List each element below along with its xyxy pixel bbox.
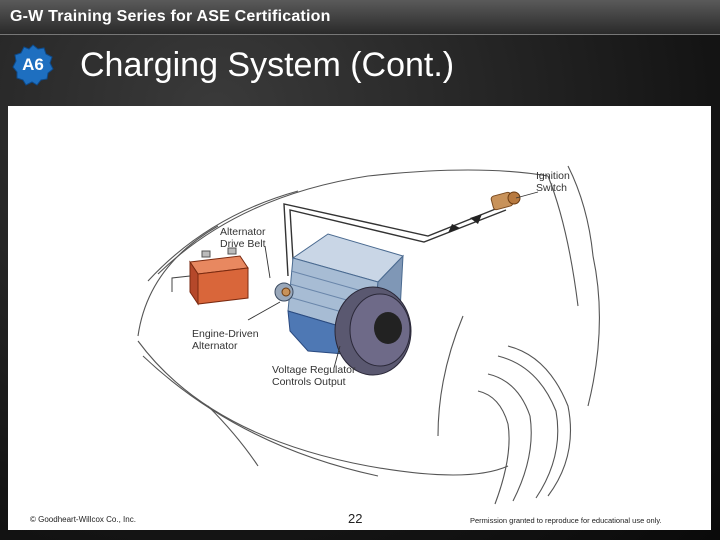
- charging-system-diagram: [137, 165, 600, 505]
- series-title: G-W Training Series for ASE Certificatio…: [10, 8, 331, 25]
- alternator-icon: [274, 233, 412, 376]
- label-voltage-regulator: Voltage Regulator Controls Output: [272, 364, 356, 388]
- badge-label: A6: [22, 55, 44, 74]
- label-ignition-switch: Ignition Switch: [536, 170, 570, 194]
- belt-leader: [264, 245, 271, 279]
- ignition-switch-icon: [490, 191, 521, 211]
- permission-text: Permission granted to reproduce for educ…: [470, 516, 662, 525]
- page-number: 22: [348, 511, 363, 526]
- fender-line: [137, 340, 509, 476]
- wire-arrow-1: [470, 214, 482, 224]
- a6-badge-icon: [12, 44, 54, 86]
- hood-line: [157, 169, 549, 275]
- label-engine-driven-alternator: Engine-Driven Alternator: [192, 328, 259, 352]
- regulator-leader: [333, 345, 341, 369]
- wheel-arch-inner: [487, 373, 532, 502]
- ignition-leader: [515, 191, 539, 199]
- slide-title: Charging System (Cont.): [80, 46, 455, 84]
- wheel-arch-outer: [507, 345, 571, 497]
- wire-arrow-2: [448, 224, 460, 233]
- wire-to-ignition: [283, 203, 509, 277]
- label-alternator-drive-belt: Alternator Drive Belt: [220, 226, 266, 250]
- battery-icon: [171, 247, 249, 306]
- alternator-leader: [247, 301, 281, 321]
- copyright-text: © Goodheart-Willcox Co., Inc.: [30, 515, 136, 524]
- header-bar: G-W Training Series for ASE Certificatio…: [0, 0, 720, 35]
- diagram-panel: Ignition Switch Alternator Drive Belt En…: [8, 106, 711, 530]
